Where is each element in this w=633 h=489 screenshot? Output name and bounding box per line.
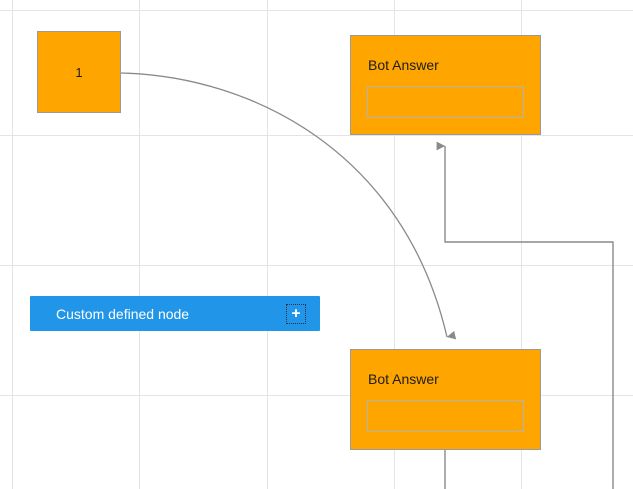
node-answer-slot[interactable] (367, 400, 524, 432)
node-title: Bot Answer (368, 57, 439, 73)
node-start-label: 1 (75, 64, 83, 80)
node-answer-slot[interactable] (367, 86, 524, 118)
edge-start-to-bot-answer-bottom[interactable] (120, 72, 457, 340)
custom-defined-node-label: Custom defined node (56, 305, 190, 322)
node-bot-answer-top[interactable]: Bot Answer (350, 35, 541, 135)
plus-icon[interactable] (286, 303, 306, 324)
custom-defined-node-bar[interactable]: Custom defined node (30, 296, 320, 331)
node-title: Bot Answer (368, 371, 439, 387)
node-start[interactable]: 1 (37, 31, 121, 113)
edge-bot-answer-bottom-to-top[interactable] (436, 141, 614, 489)
node-bot-answer-bottom[interactable]: Bot Answer (350, 349, 541, 450)
